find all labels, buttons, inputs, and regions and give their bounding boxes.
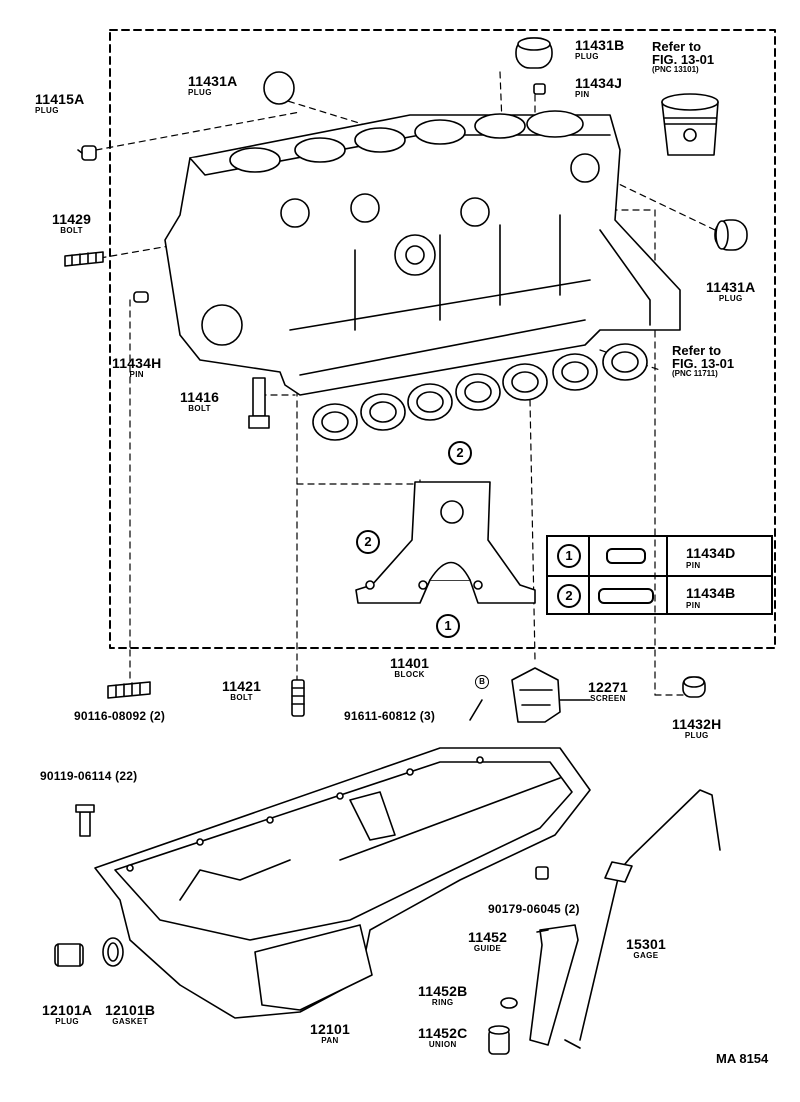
label-90179: 90179-06045 (2) [488,902,580,916]
oil-screen [511,667,561,723]
legend-part-name: PIN [686,561,701,570]
pin-short-icon [606,548,646,564]
legend-part-name: PIN [686,601,701,610]
oil-pan [94,747,591,1019]
pin-legend-table: 1 11434D PIN 2 11434B PIN [546,535,773,615]
callout-2-left: 2 [356,530,380,554]
legend-key: 1 [557,544,581,568]
piston [661,93,719,156]
callout-b: B [475,675,489,689]
drain-gasket [102,937,124,967]
legend-part-number: 11434B [686,585,736,601]
ring-11452B [500,997,518,1009]
ref-bearing: Refer to FIG. 13-01 (PNC 11711) [672,343,735,378]
drain-plug [54,943,84,967]
plug-11415A [77,145,97,161]
bolt-11416 [248,377,270,429]
plug-11431A-right [714,219,748,251]
plug-11431A-top [263,71,295,105]
legend-key: 2 [557,584,581,608]
callout-1-bottom: 1 [436,614,460,638]
pin-long-icon [598,588,654,604]
legend-row: 1 11434D PIN [548,537,771,575]
pin-11434J [533,83,546,95]
assembly-boundary [109,29,776,649]
label-90116: 90116-08092 (2) [74,709,166,723]
bearing-set [312,343,648,441]
plug-11431B [515,37,553,69]
engine-block [164,110,681,396]
dipstick [564,789,721,1049]
figure-code: MA 8154 [716,1051,769,1066]
union-11452C [488,1025,510,1055]
bearing-cap [355,481,536,604]
legend-row: 2 11434B PIN [548,577,771,615]
callout-2-top: 2 [448,441,472,465]
label-91611: 91611-60812 (3) [344,709,436,723]
dipstick-guide [529,924,579,1046]
legend-part-number: 11434D [686,545,736,561]
pin-11434H [133,291,149,303]
ref-piston: Refer to FIG. 13-01 (PNC 13101) [652,39,715,74]
label-90119: 90119-06114 (22) [40,769,138,783]
bolt-11421 [291,679,305,717]
bolt-90116 [107,681,151,699]
bolt-11429 [64,251,104,267]
plug-11432H [682,676,706,698]
pan-bolt [75,804,95,837]
bolt-90179 [535,866,549,880]
